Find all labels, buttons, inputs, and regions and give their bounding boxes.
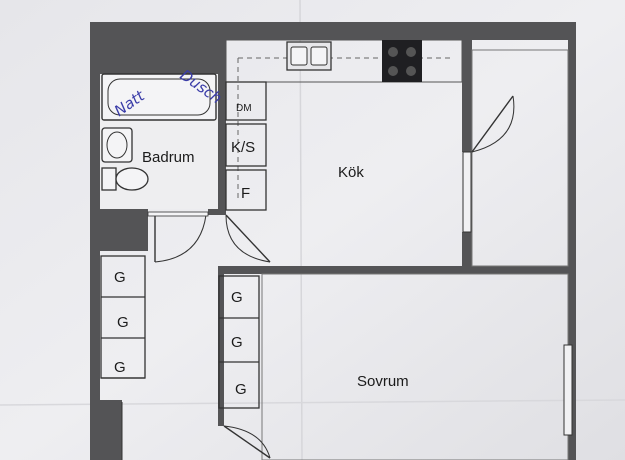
fridge-freezer-cabinet [225,123,267,167]
wardrobe-label: G [231,289,243,306]
door-swing-arc [225,214,271,263]
stove-burner [388,47,398,57]
stove-burner [388,66,398,76]
door-leaf [225,214,271,263]
door-swing-arc [154,214,207,263]
wall-right [568,22,576,460]
room-label-bathroom: Badrum [142,149,195,166]
wardrobe-label: G [114,359,126,376]
side-room-outline [471,49,569,267]
kitchen-sink-basin-left [290,46,308,66]
stove-burner [406,47,416,57]
toilet-icon [101,167,117,191]
bathtub-icon [101,73,217,121]
window-icon [563,344,573,436]
wall-corner-block [90,22,226,74]
fixture-label-dishwasher: DM [236,103,252,114]
window-icon [462,151,472,233]
door-leaf [223,425,271,459]
kitchen-counter [225,39,463,83]
bathroom: Natt Dusch Badrum [100,66,225,209]
wall-left [90,22,100,460]
door-swing-arc [471,95,515,153]
wall-bathroom-bottom-right [208,209,226,215]
fixture-label-fridge-freezer: K/S [231,139,255,156]
side-room [462,49,569,267]
freezer-cabinet [225,169,267,211]
dishwasher-cabinet [225,81,267,121]
room-label-kitchen: Kök [338,164,364,181]
wardrobe-label: G [231,334,243,351]
wall-kitchen-right-lower [462,232,472,272]
wall-bathroom-right [218,40,226,212]
door-leaf [471,95,514,153]
kitchen: DM K/S F Kök [225,39,463,211]
wall-kitchen-right [462,40,472,152]
door-threshold [147,211,209,217]
toilet-bowl [115,167,149,191]
wardrobe-label: G [114,269,126,286]
stove-burner [406,66,416,76]
stove-icon [382,40,422,82]
room-label-bedroom: Sovrum [357,373,409,390]
fixture-label-freezer: F [241,185,250,202]
counter-edge-dashed [237,57,452,200]
paper-crease [299,0,303,460]
walls [90,22,576,460]
door-swing-arc [223,425,271,459]
sink-basin [106,131,128,159]
wall-bathroom-bottom [100,209,148,251]
hallway: G G G [100,211,271,460]
bathtub-inner [107,78,211,116]
wall-kitchen-bottom [218,266,576,274]
wall-bedroom-left [218,266,224,426]
bedroom: G G G Sovrum [218,273,573,460]
wardrobe-cabinet [218,275,260,409]
wardrobe-label: G [235,381,247,398]
kitchen-sink-basin-right [310,46,328,66]
wall-lower-left [100,400,122,460]
wardrobe-label: G [117,314,129,331]
